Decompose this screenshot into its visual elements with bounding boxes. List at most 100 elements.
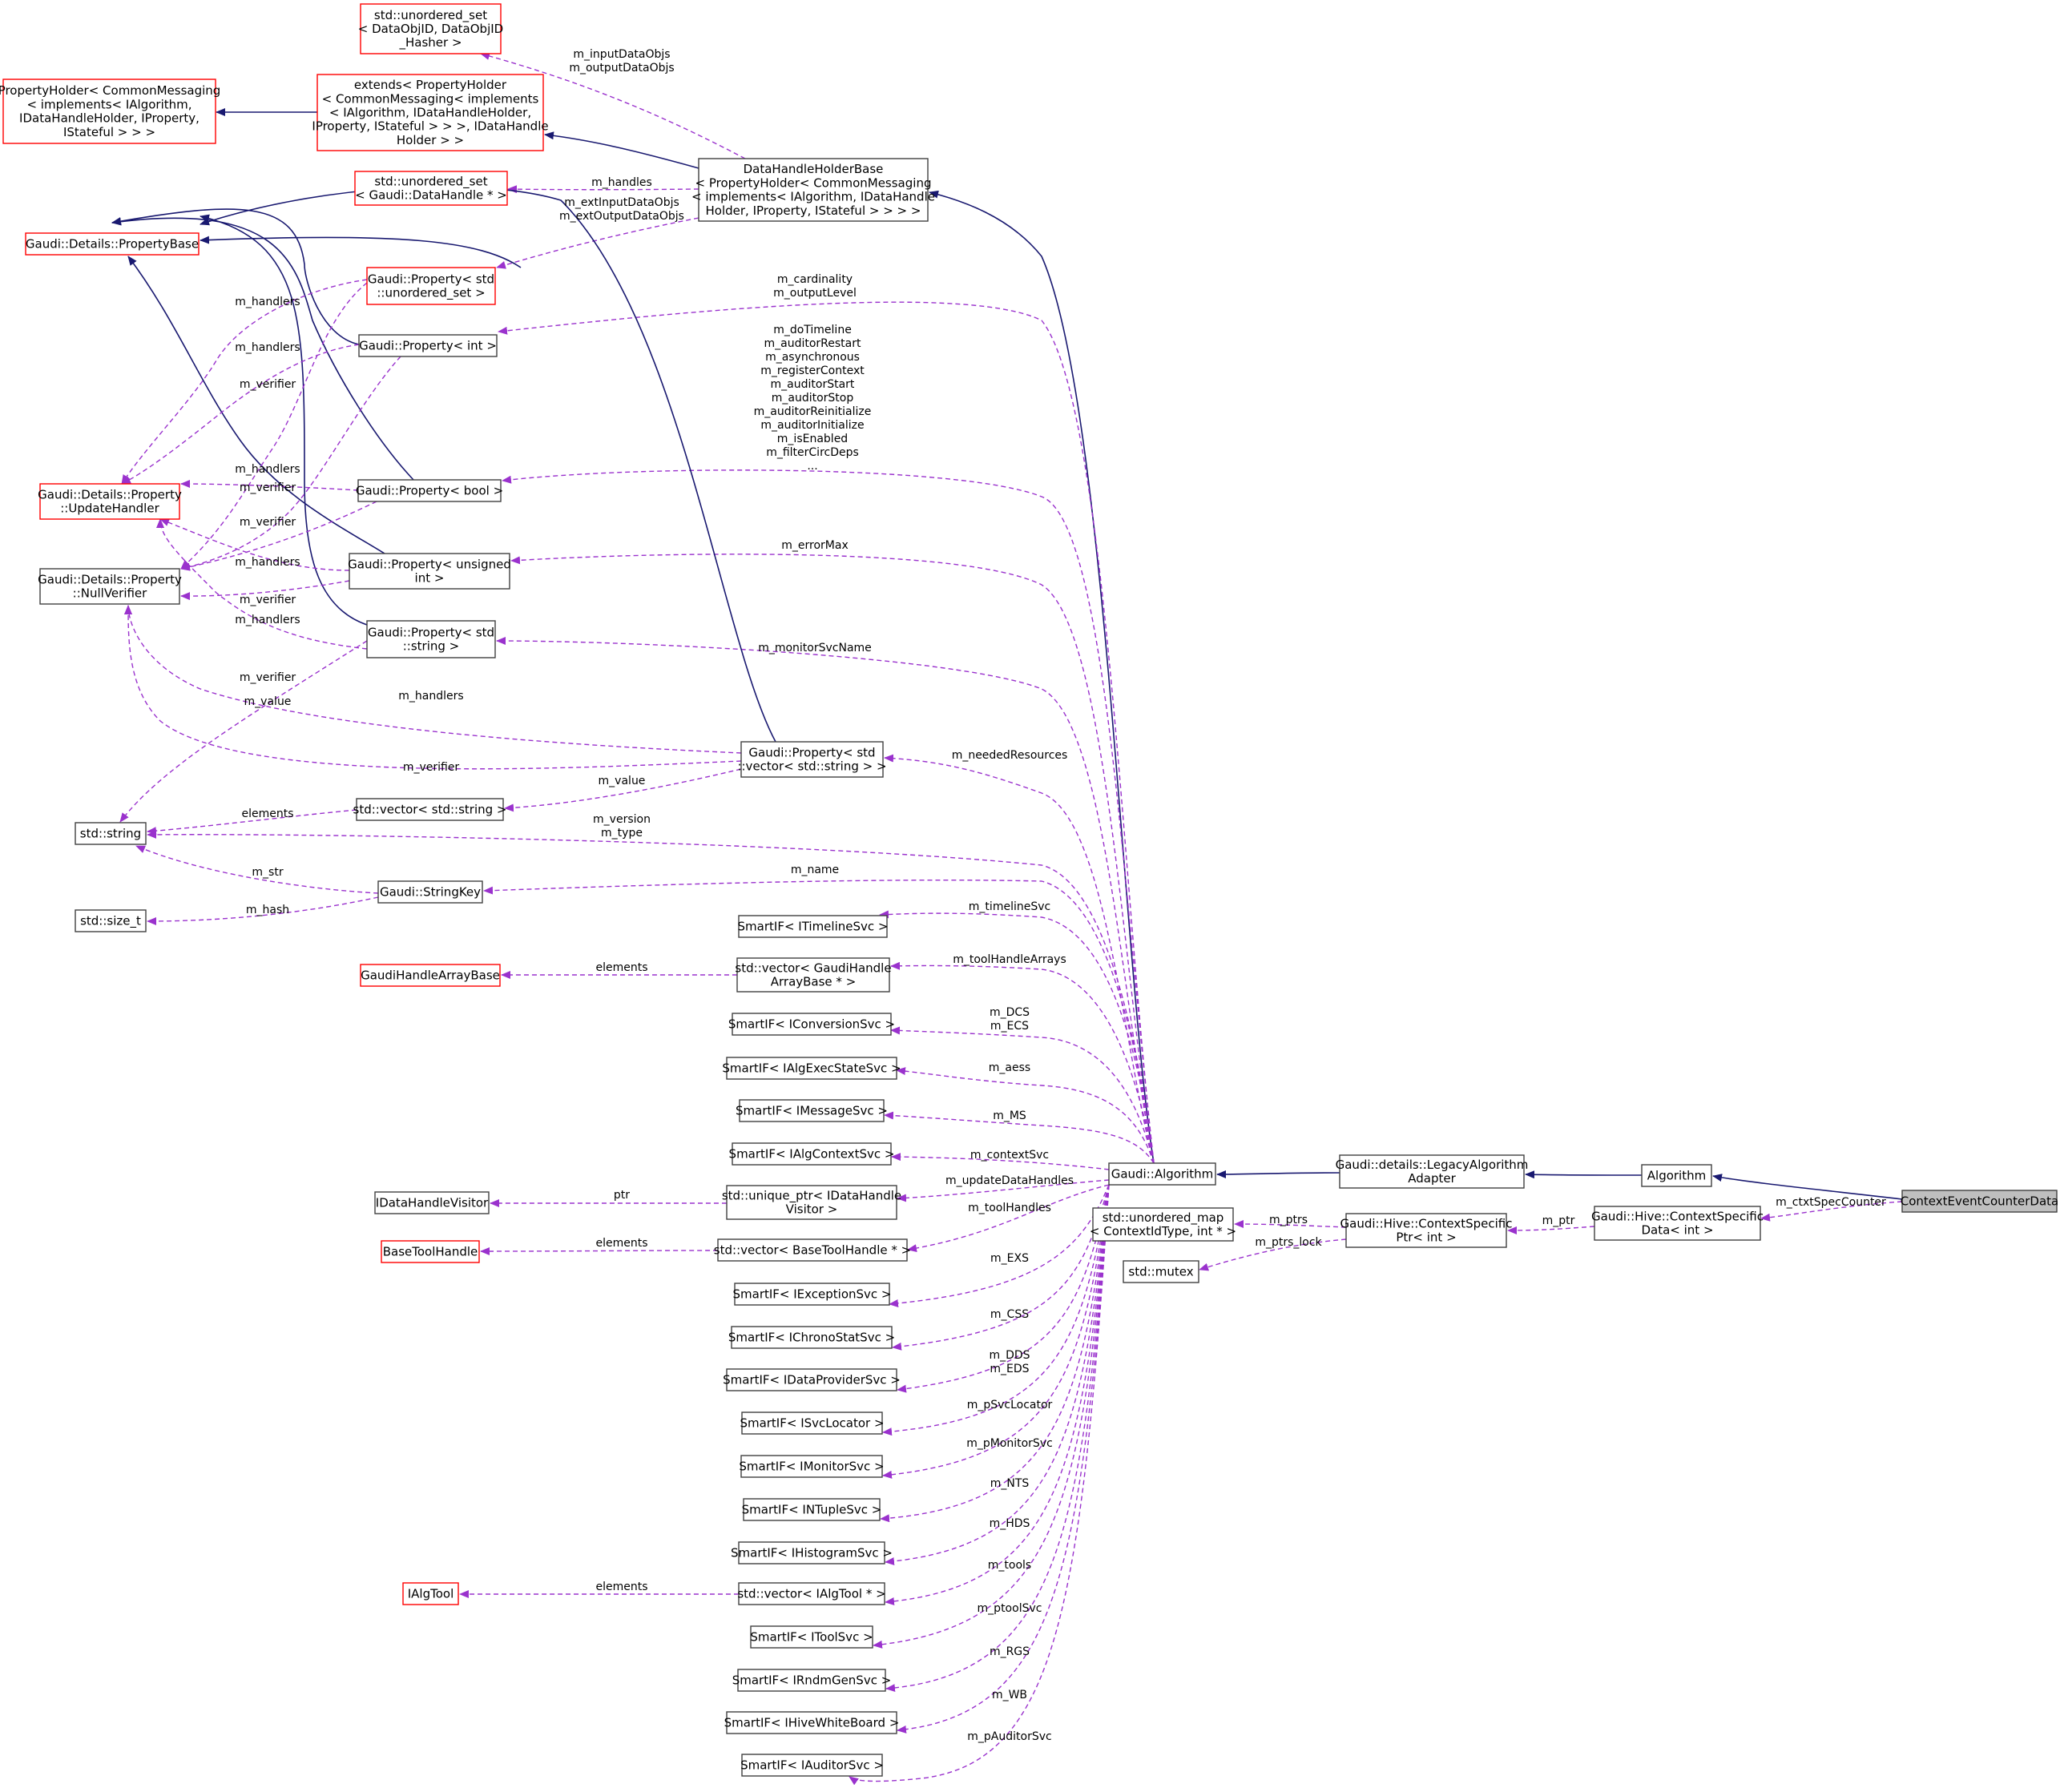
- node-label: SmartIF< IDataProviderSvc >: [723, 1373, 901, 1387]
- node-vecStr[interactable]: std::vector< std::string >: [353, 798, 507, 821]
- edge-label-mVerifier: m_verifier: [240, 671, 296, 684]
- member-edge-20: [879, 910, 1155, 1164]
- edge-label-exs: m_EXS: [990, 1252, 1029, 1265]
- node-siHisto[interactable]: SmartIF< IHistogramSvc >: [731, 1541, 893, 1564]
- node-idhv[interactable]: IDataHandleVisitor: [374, 1191, 490, 1214]
- node-propVecStr[interactable]: Gaudi::Property< std::vector< std::strin…: [737, 741, 887, 778]
- node-label-line: IDataHandleHolder, IProperty,: [19, 111, 200, 126]
- node-box: [381, 1240, 480, 1263]
- node-label-line: SmartIF< IMessageSvc >: [736, 1104, 888, 1118]
- node-label-line: IStateful > > >: [63, 125, 155, 139]
- member-edge-57: [180, 501, 377, 571]
- node-label-line: std::vector< std::string >: [353, 803, 507, 817]
- node-siAlgCtx[interactable]: SmartIF< IAlgContextSvc >: [729, 1142, 895, 1166]
- node-siConv[interactable]: SmartIF< IConversionSvc >: [728, 1013, 895, 1036]
- member-edge-51: [121, 344, 360, 485]
- node-siExc[interactable]: SmartIF< IExceptionSvc >: [733, 1283, 892, 1306]
- node-mutex[interactable]: std::mutex: [1123, 1260, 1199, 1283]
- node-label: SmartIF< IChronoStatSvc >: [728, 1331, 895, 1345]
- node-siMsg[interactable]: SmartIF< IMessageSvc >: [736, 1099, 888, 1122]
- node-siTool[interactable]: SmartIF< IToolSvc >: [750, 1625, 873, 1649]
- node-box: [377, 880, 483, 904]
- node-sizeT[interactable]: std::size_t: [75, 909, 147, 932]
- node-siAuditor[interactable]: SmartIF< IAuditorSvc >: [740, 1754, 884, 1777]
- node-nullVerifier[interactable]: Gaudi::Details::Property::NullVerifier: [38, 568, 182, 605]
- node-dhhb[interactable]: DataHandleHolderBase< PropertyHolder< Co…: [691, 158, 935, 222]
- node-propBase[interactable]: Gaudi::Details::PropertyBase: [25, 232, 200, 256]
- member-edge-25: [891, 1153, 1110, 1170]
- node-label-line: SmartIF< IAuditorSvc >: [740, 1758, 884, 1773]
- edge-label-elements: elements: [595, 1581, 647, 1593]
- node-siWB[interactable]: SmartIF< IHiveWhiteBoard >: [724, 1711, 900, 1734]
- node-umapCtx[interactable]: std::unordered_map< ContextIdType, int *…: [1090, 1207, 1236, 1242]
- node-propUset[interactable]: Gaudi::Property< std::unordered_set >: [366, 267, 496, 305]
- node-propStr[interactable]: Gaudi::Property< std::string >: [366, 620, 496, 658]
- node-extends[interactable]: extends< PropertyHolder< CommonMessaging…: [312, 74, 549, 151]
- node-siMonitor[interactable]: SmartIF< IMonitorSvc >: [739, 1455, 885, 1478]
- member-edge-11: [507, 185, 699, 194]
- member-edge-63: [147, 809, 357, 836]
- node-vecBTH[interactable]: std::vector< BaseToolHandle * >: [714, 1238, 911, 1262]
- edge-label-line: m_cardinality: [777, 273, 853, 286]
- node-siTimeline[interactable]: SmartIF< ITimelineSvc >: [738, 915, 889, 938]
- edge-label-line: m_auditorStart: [771, 378, 855, 391]
- node-stdString[interactable]: std::string: [75, 822, 147, 845]
- edge-label-line: m_ECS: [990, 1020, 1029, 1033]
- node-algorithm[interactable]: Algorithm: [1641, 1164, 1712, 1187]
- node-box: [736, 957, 890, 993]
- node-box: [741, 1754, 883, 1777]
- node-label: SmartIF< IConversionSvc >: [728, 1017, 895, 1032]
- node-siNTuple[interactable]: SmartIF< INTupleSvc >: [742, 1498, 882, 1521]
- inheritance-edge-2: [1216, 1170, 1340, 1178]
- node-label: std::size_t: [80, 914, 141, 929]
- node-siSvcLoc[interactable]: SmartIF< ISvcLocator >: [740, 1411, 885, 1435]
- node-label: Gaudi::Details::Property::NullVerifier: [38, 572, 182, 600]
- node-box: [402, 1582, 459, 1605]
- node-vecAlgTool[interactable]: std::vector< IAlgTool * >: [737, 1582, 886, 1605]
- edge-label-line: m_handlers: [235, 341, 300, 354]
- node-iAlgTool[interactable]: IAlgTool: [402, 1582, 459, 1605]
- edge-label-line: elements: [595, 961, 647, 974]
- edge-label-line: m_type: [601, 827, 643, 840]
- node-label: Gaudi::Property< std::string >: [368, 625, 494, 653]
- node-box: [738, 1582, 885, 1605]
- edge-label-line: m_DCS: [990, 1006, 1030, 1019]
- node-label: IDataHandleVisitor: [376, 1196, 489, 1210]
- node-updHandler[interactable]: Gaudi::Details::Property::UpdateHandler: [38, 483, 182, 520]
- node-siDataProv[interactable]: SmartIF< IDataProviderSvc >: [723, 1368, 901, 1391]
- node-box: [738, 915, 888, 938]
- edge-label-mHandlers: m_handlers: [235, 296, 300, 308]
- node-siRndm[interactable]: SmartIF< IRndmGenSvc >: [732, 1669, 892, 1692]
- edge-label-ms: m_MS: [993, 1109, 1026, 1122]
- node-usetDataObj[interactable]: std::unordered_set< DataObjID, DataObjID…: [358, 3, 503, 54]
- node-gaudiAlg[interactable]: Gaudi::Algorithm: [1108, 1162, 1216, 1186]
- node-baseToolHandle[interactable]: BaseToolHandle: [381, 1240, 480, 1263]
- node-propBool[interactable]: Gaudi::Property< bool >: [356, 479, 503, 502]
- node-siAlgExec[interactable]: SmartIF< IAlgExecStateSvc >: [722, 1057, 901, 1080]
- node-gaudiHAB[interactable]: GaudiHandleArrayBase: [360, 964, 501, 987]
- node-label-line: SmartIF< INTupleSvc >: [742, 1503, 882, 1517]
- node-stringKey[interactable]: Gaudi::StringKey: [377, 880, 483, 904]
- edge-labels-layer: m_ctxtSpecCounterm_ptrm_ptrsm_ptrs_lockm…: [235, 48, 1886, 1743]
- node-siChrono[interactable]: SmartIF< IChronoStatSvc >: [728, 1326, 895, 1349]
- node-box: [740, 741, 884, 778]
- edge-label-line: m_value: [599, 775, 646, 787]
- node-box: [357, 479, 502, 502]
- node-label: SmartIF< IAlgExecStateSvc >: [722, 1061, 901, 1076]
- node-propHolder[interactable]: PropertyHolder< CommonMessaging< impleme…: [0, 79, 220, 144]
- edge-label-line: m_auditorStop: [772, 392, 854, 405]
- node-ctxEvt[interactable]: ContextEventCounterData: [1901, 1190, 2059, 1213]
- node-propInt[interactable]: Gaudi::Property< int >: [358, 334, 498, 357]
- node-box: [316, 74, 544, 151]
- node-label-line: SmartIF< IChronoStatSvc >: [728, 1331, 895, 1345]
- edge-label-line: m_pMonitorSvc: [966, 1437, 1053, 1450]
- node-usetDataHandle[interactable]: std::unordered_set< Gaudi::DataHandle * …: [354, 171, 508, 206]
- node-label-line: Data< int >: [1641, 1223, 1713, 1238]
- node-label: Gaudi::Algorithm: [1111, 1167, 1214, 1182]
